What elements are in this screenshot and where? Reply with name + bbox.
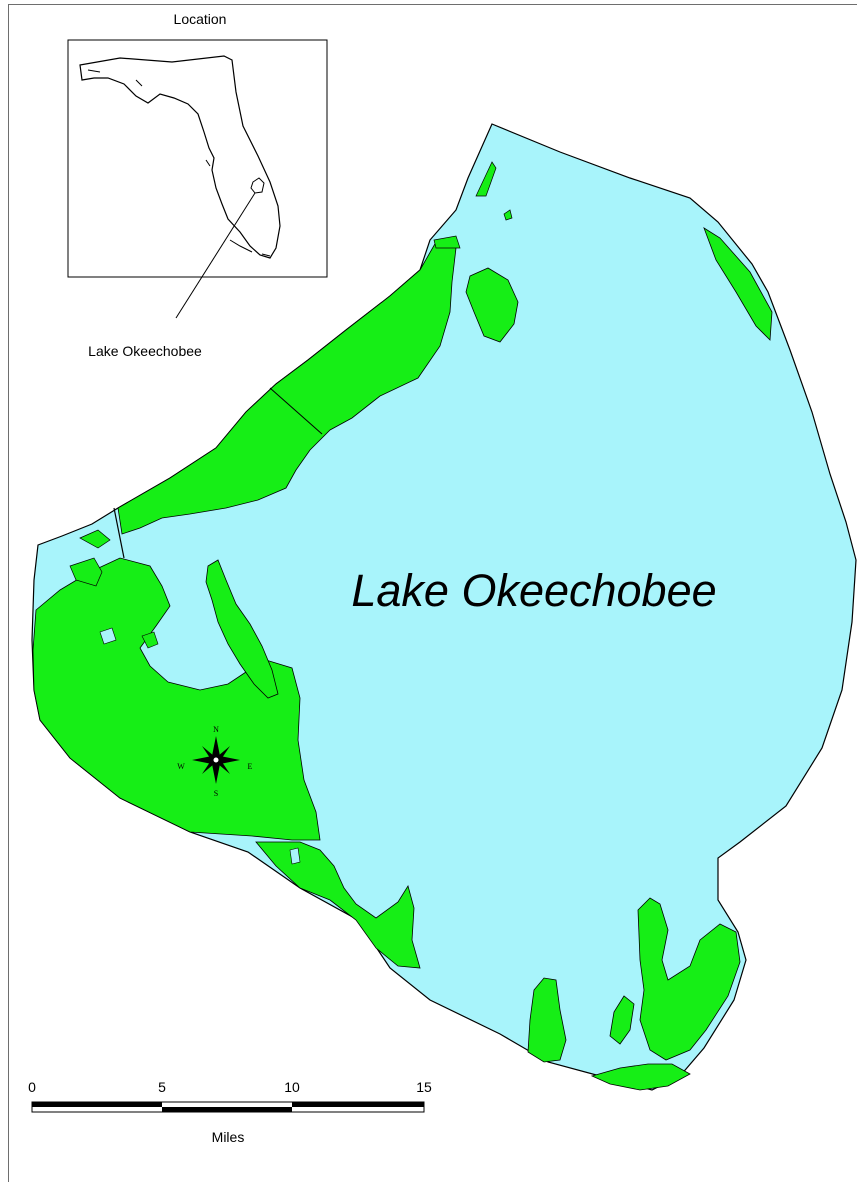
inset-title: Location — [174, 11, 227, 27]
map-frame — [8, 4, 857, 1182]
marsh-patch — [475, 161, 497, 197]
water-pocket — [99, 627, 117, 645]
water-pocket — [289, 847, 301, 865]
south-marsh — [527, 977, 567, 1063]
florida-coast-detail — [87, 69, 271, 257]
inset-lake-marker — [250, 177, 265, 194]
northwest-marsh — [117, 241, 457, 535]
compass-north-label: N — [213, 725, 219, 734]
scale-tick-label: 15 — [416, 1079, 432, 1095]
scale-tick-label: 10 — [284, 1079, 300, 1095]
scale-unit-label: Miles — [212, 1129, 245, 1145]
south-marsh — [609, 995, 635, 1045]
marsh-patch — [433, 235, 461, 249]
inset-leader-line — [175, 192, 256, 319]
western-marsh — [32, 557, 321, 841]
northeast-marsh — [703, 227, 773, 341]
marsh-patch — [79, 529, 111, 549]
canal-line — [113, 507, 125, 559]
marsh-patch — [503, 209, 513, 221]
southeast-marsh — [637, 897, 741, 1061]
inset-lake-label: Lake Okeechobee — [88, 343, 202, 359]
marsh-patch — [141, 631, 159, 649]
marsh-patch — [69, 557, 103, 587]
compass-east-label: E — [248, 762, 253, 771]
lake-title: Lake Okeechobee — [351, 565, 716, 616]
compass-south-label: S — [214, 789, 218, 798]
scale-tick-label: 0 — [28, 1079, 36, 1095]
scale-bar — [31, 1101, 425, 1113]
florida-outline — [79, 55, 281, 259]
southwest-shore-marsh — [255, 841, 421, 969]
marsh-boundary-line — [269, 387, 323, 435]
north-island — [465, 267, 519, 343]
peninsula-marsh — [205, 559, 279, 699]
south-shore-marsh — [590, 1063, 691, 1091]
scale-tick-label: 5 — [158, 1079, 166, 1095]
compass-rose — [192, 736, 240, 784]
compass-west-label: W — [177, 762, 185, 771]
